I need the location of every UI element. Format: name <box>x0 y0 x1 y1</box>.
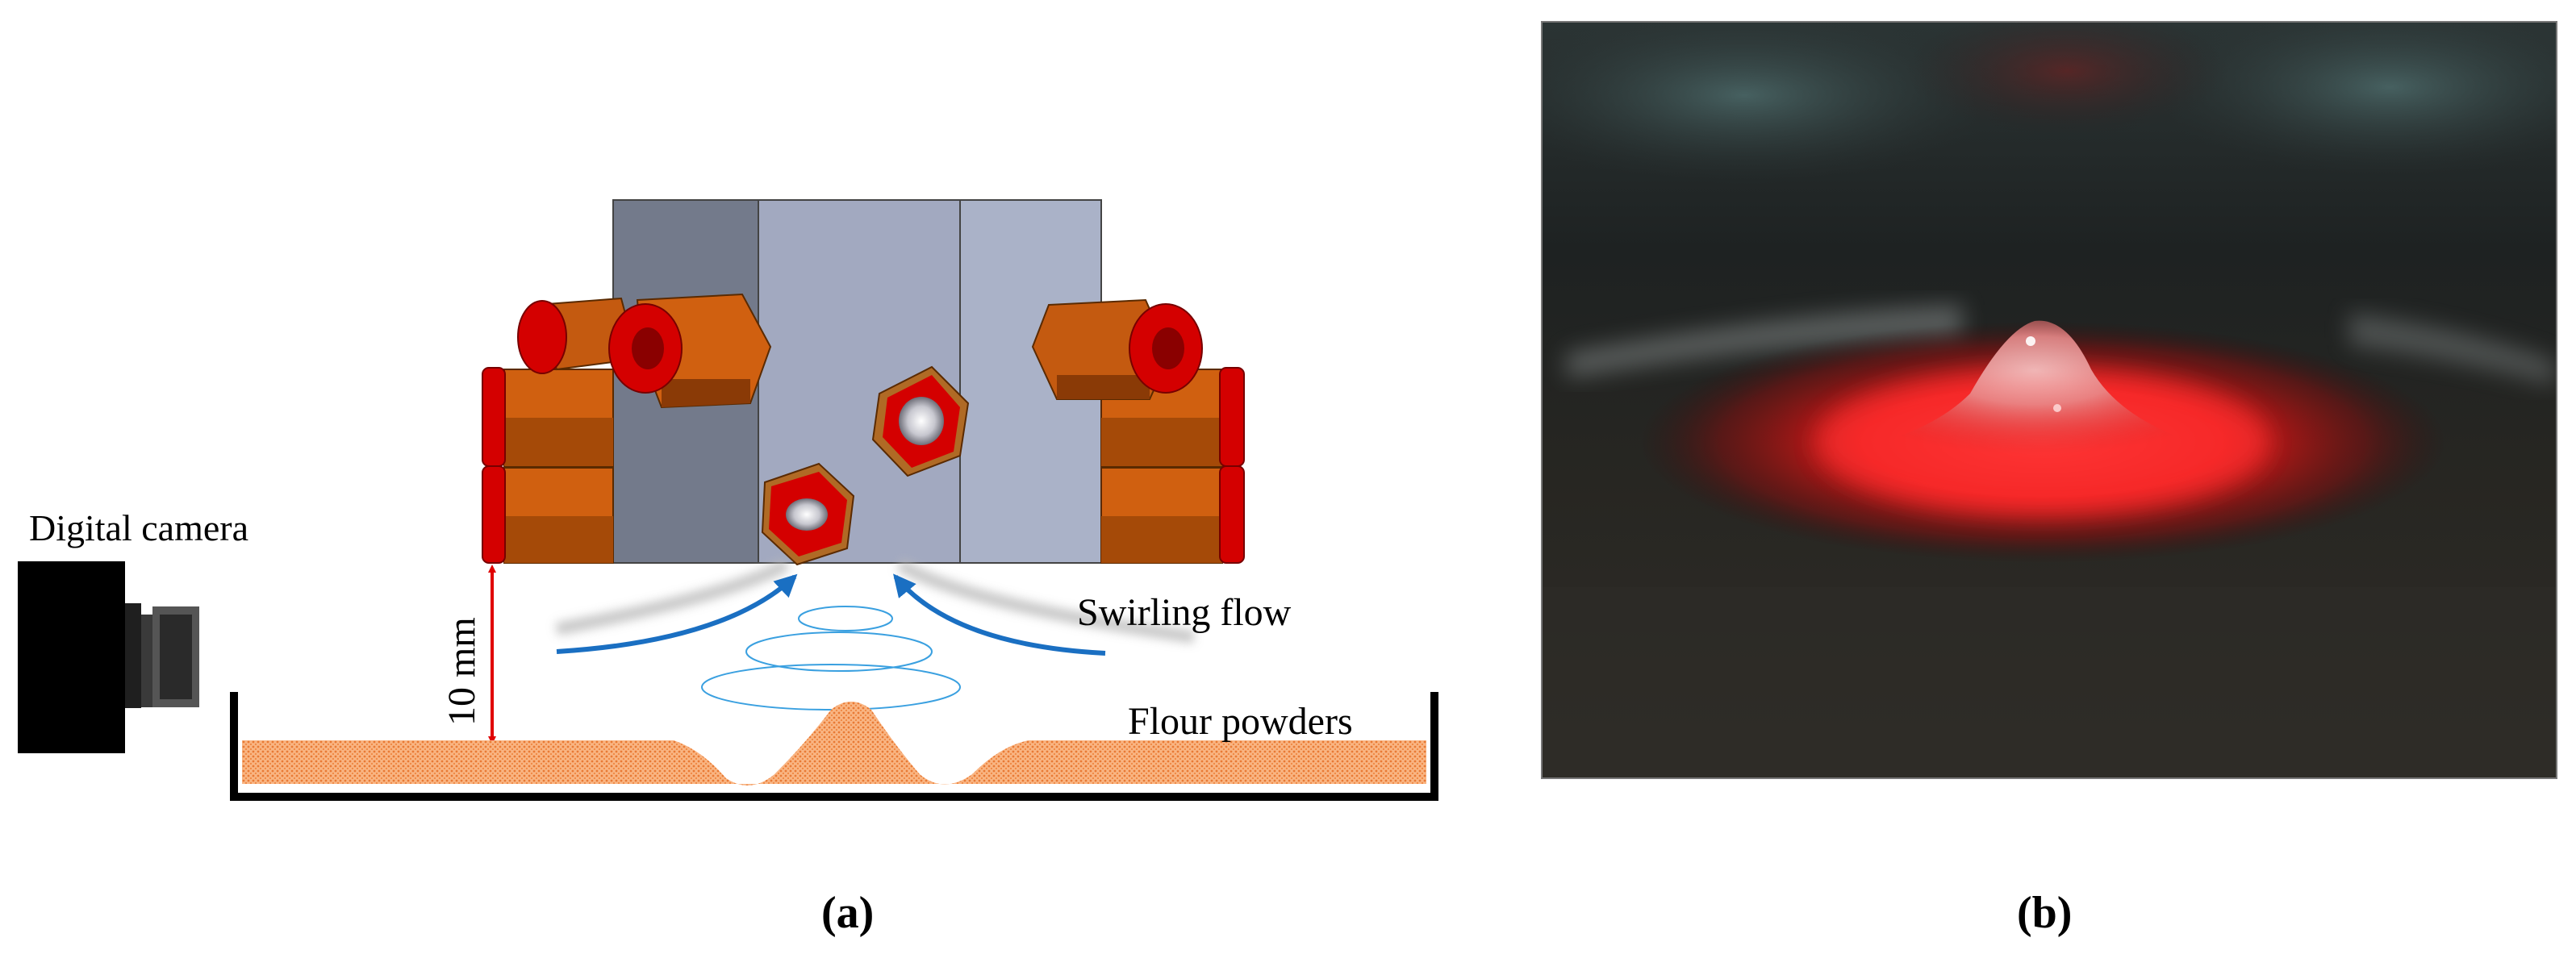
swirling-flow-label: Swirling flow <box>1077 591 1292 634</box>
right-fittings-icon <box>1031 298 1245 564</box>
gap-label: 10 mm <box>440 617 483 726</box>
hex-nut-icon <box>871 365 970 477</box>
panel-b-photo <box>1541 21 2557 779</box>
left-fittings-icon <box>482 293 772 564</box>
hex-nut-icon <box>761 462 855 566</box>
panel-a-caption: (a) <box>821 888 875 938</box>
swirling-flow-arrows <box>555 558 1196 711</box>
flour-powders-label: Flour powders <box>1128 700 1353 743</box>
panel-a-diagram: Digital camera <box>18 199 1438 801</box>
flour-tray <box>230 692 1438 801</box>
panel-b-caption: (b) <box>2017 888 2073 938</box>
camera-label: Digital camera <box>29 507 248 548</box>
digital-camera-icon <box>18 561 199 753</box>
